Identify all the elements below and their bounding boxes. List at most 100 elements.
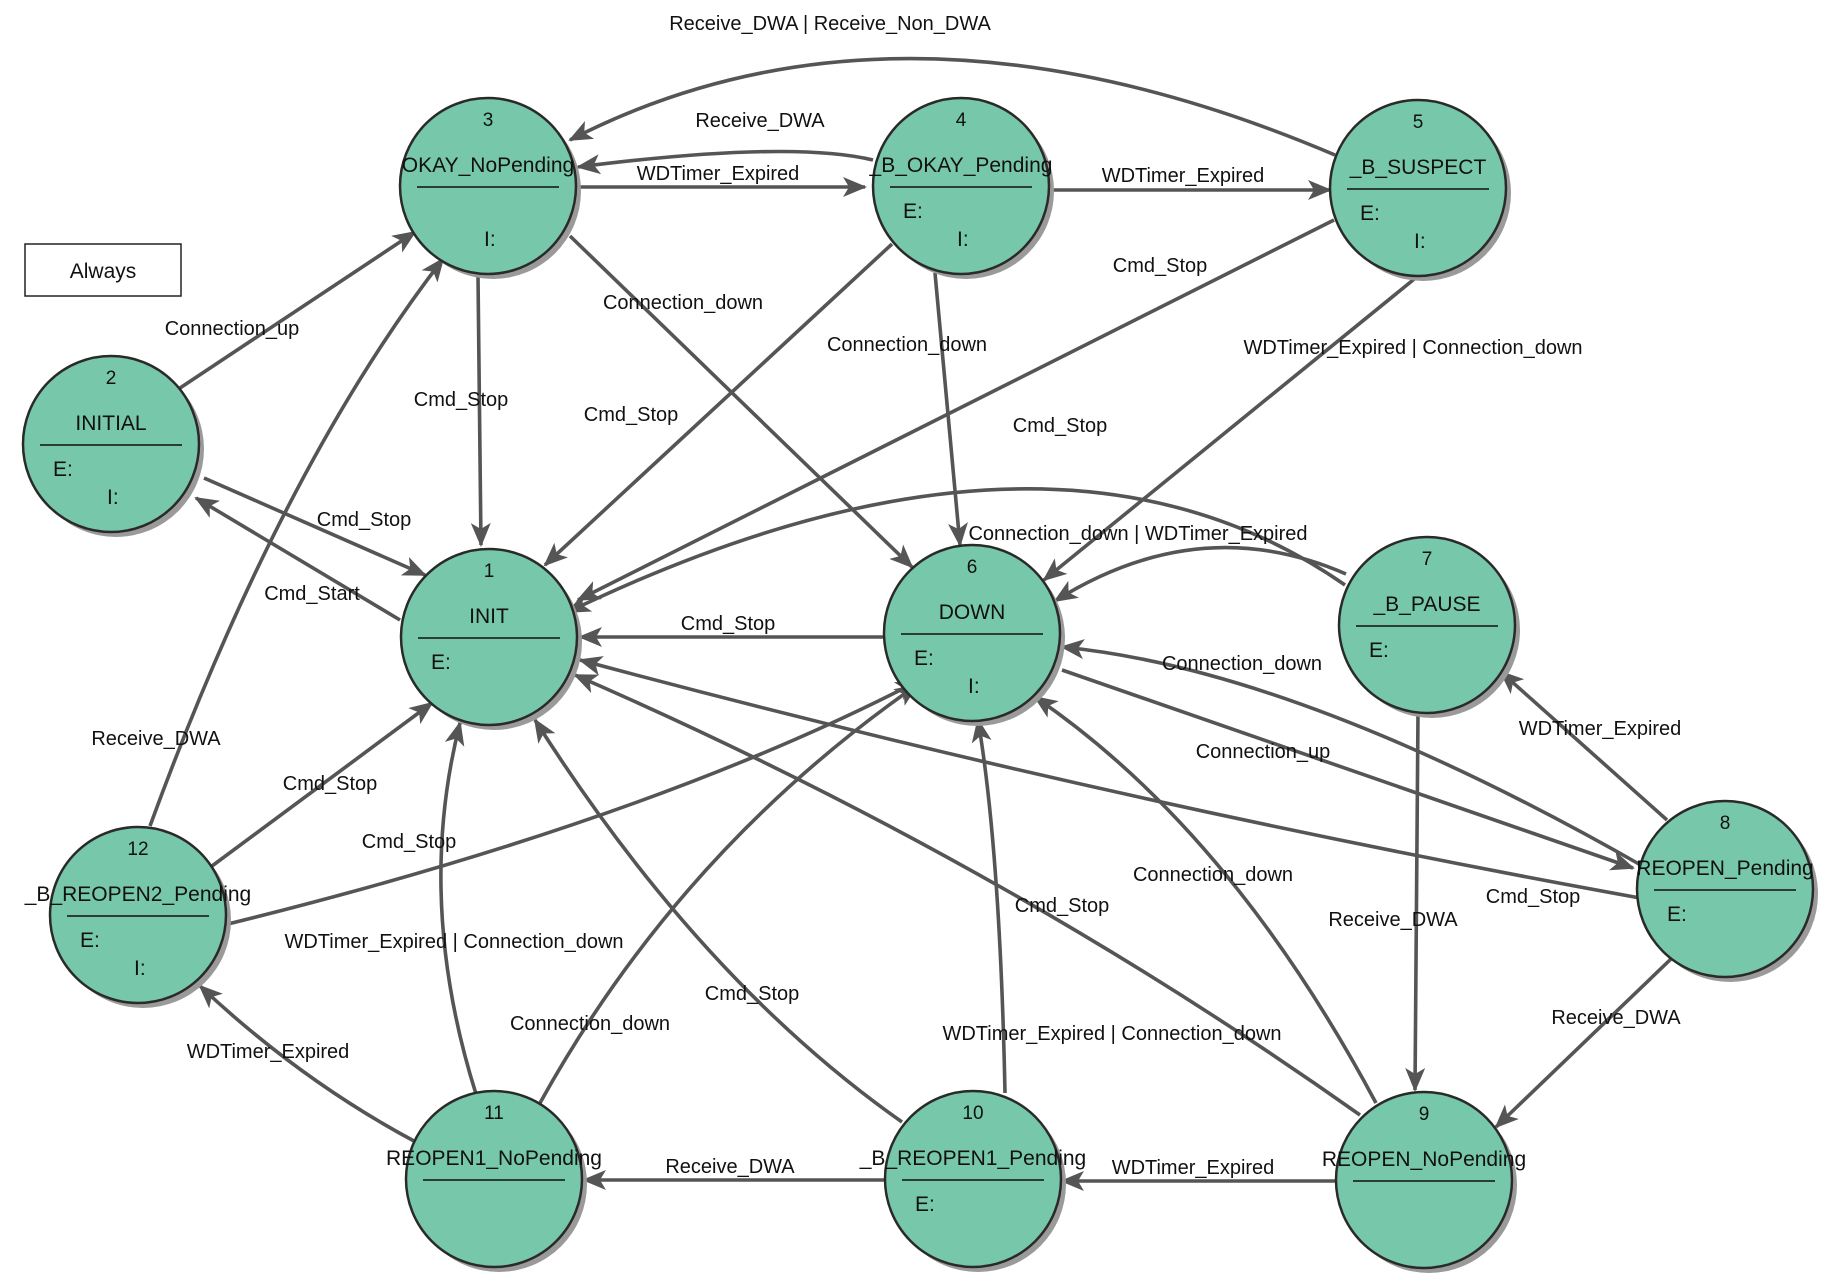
state-entry-label: E:	[80, 929, 100, 952]
state-number: 5	[1413, 112, 1424, 133]
transition-2-to-3: Connection_up	[165, 230, 417, 390]
state-number: 12	[127, 839, 148, 860]
state-circle[interactable]	[871, 96, 1051, 276]
state-name: INIT	[469, 605, 509, 628]
state-circle[interactable]	[399, 547, 579, 727]
transition-label: Cmd_Stop	[283, 773, 378, 795]
transition-arrow	[439, 721, 478, 1095]
transition-label: Receive_DWA	[695, 110, 825, 132]
transition-label: Cmd_Stop	[1486, 886, 1581, 908]
transition-label: Cmd_Stop	[317, 509, 412, 531]
state-internal-label: I:	[107, 486, 119, 509]
transition-label: Receive_DWA	[1328, 909, 1458, 931]
state-number: 4	[956, 110, 967, 131]
transition-arrow	[1053, 545, 1347, 603]
state-circle[interactable]	[1328, 98, 1508, 278]
transition-12-to-6: WDTimer_Expired | Connection_down	[227, 679, 920, 953]
transition-8-to-6: Connection_down	[1060, 639, 1647, 870]
transition-3-to-4: WDTimer_Expired	[578, 163, 867, 197]
transition-7-to-9: Receive_DWA	[1328, 712, 1458, 1092]
transition-arrow	[971, 718, 1007, 1094]
transition-12-to-1: Cmd_Stop	[210, 701, 434, 868]
transition-label: Connection_up	[1196, 741, 1331, 763]
transition-label: WDTimer_Expired | Connection_down	[942, 1023, 1281, 1045]
transition-arrow	[568, 234, 914, 569]
transition-arrow	[210, 701, 434, 868]
transition-arrow	[1060, 639, 1647, 870]
state-circle[interactable]	[1635, 799, 1815, 979]
state-circle[interactable]	[1334, 1090, 1514, 1270]
transition-label: Connection_down | WDTimer_Expired	[968, 523, 1307, 545]
state-entry-label: E:	[903, 200, 923, 223]
transition-10-to-6: WDTimer_Expired | Connection_down	[942, 718, 1282, 1094]
transition-label: Connection_down	[1133, 864, 1293, 886]
transition-label: WDTimer_Expired	[1102, 165, 1265, 187]
state-internal-label: I:	[134, 957, 146, 980]
transition-arrow	[533, 718, 904, 1124]
transition-5-to-1: Cmd_Stop	[576, 218, 1335, 602]
transition-label: Cmd_Stop	[1015, 895, 1110, 917]
transition-label: Receive_DWA	[1551, 1007, 1681, 1029]
transition-6-to-8: Connection_up	[1061, 668, 1635, 871]
state-circle[interactable]	[883, 1089, 1063, 1269]
state-number: 10	[962, 1103, 983, 1124]
transition-4-to-3: Receive_DWA	[576, 110, 874, 175]
legend-box	[24, 243, 182, 297]
transition-arrow	[227, 679, 920, 926]
transition-arrow	[1499, 670, 1669, 822]
state-circle[interactable]	[1337, 535, 1517, 715]
transition-8-to-7: WDTimer_Expired	[1499, 670, 1681, 822]
state-name: _B_PAUSE	[1373, 593, 1481, 616]
transition-label: Cmd_Stop	[414, 389, 509, 411]
state-name: INITIAL	[75, 412, 146, 435]
transition-label: Cmd_Stop	[681, 613, 776, 635]
transition-label: Receive_DWA | Receive_Non_DWA	[669, 13, 991, 35]
state-circle[interactable]	[48, 825, 228, 1005]
transition-arrow	[573, 673, 1362, 1117]
transition-5-to-6: WDTimer_Expired | Connection_down	[1042, 274, 1583, 582]
state-number: 3	[483, 110, 494, 131]
legend-always: Always	[24, 243, 182, 297]
transition-arrow	[543, 242, 894, 567]
state-number: 8	[1720, 813, 1731, 834]
state-number: 2	[106, 368, 117, 389]
state-circle[interactable]	[404, 1089, 584, 1269]
transition-label: WDTimer_Expired | Connection_down	[1243, 337, 1582, 359]
legend-label: Always	[70, 260, 137, 283]
state-circle[interactable]	[21, 354, 201, 534]
transition-label: Cmd_Start	[264, 583, 360, 605]
transition-label: Connection_down	[603, 292, 763, 314]
state-circle[interactable]	[398, 96, 578, 276]
transition-arrow	[470, 275, 491, 547]
transition-1-to-2: Cmd_Start	[194, 496, 401, 622]
transition-label: Receive_DWA	[91, 728, 221, 750]
transition-arrow	[203, 476, 427, 577]
transition-arrow	[1061, 668, 1635, 871]
state-number: 6	[967, 557, 978, 578]
state-entry-label: E:	[1667, 903, 1687, 926]
state-name: DOWN	[939, 601, 1006, 624]
transition-11-to-1: Cmd_Stop	[362, 721, 478, 1095]
transition-label: Connection_up	[165, 318, 300, 340]
transition-12-to-3: Receive_DWA	[91, 257, 445, 827]
transition-label: WDTimer_Expired	[637, 163, 800, 185]
state-name: _B_SUSPECT	[1349, 156, 1487, 179]
state-circle[interactable]	[882, 543, 1062, 723]
state-name: OKAY_NoPending	[402, 154, 574, 177]
transition-4-to-5: WDTimer_Expired	[1051, 165, 1332, 200]
state-internal-label: I:	[957, 228, 969, 251]
state-entry-label: E:	[1360, 202, 1380, 225]
